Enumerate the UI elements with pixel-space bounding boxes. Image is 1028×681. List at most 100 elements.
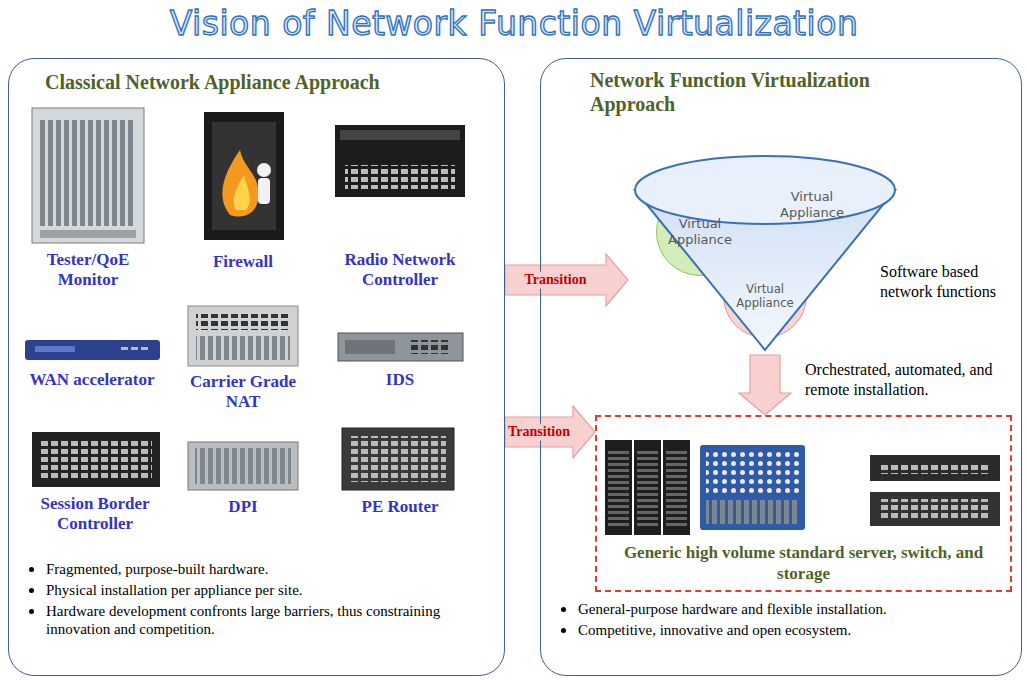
server-rack [634, 440, 661, 535]
pe-router [342, 428, 454, 490]
transition-arrow [505, 406, 595, 458]
server-bays [637, 448, 658, 528]
box-label: Generic high volume standard server, swi… [604, 543, 1004, 584]
circle-label: Virtual Appliance [660, 216, 740, 247]
bullet-item: Hardware development confronts large bar… [24, 602, 494, 640]
bullet-item: Competitive, innovative and open ecosyst… [556, 621, 1011, 640]
cgn-slots [196, 336, 290, 360]
storage-unit [870, 455, 1000, 481]
console-case [700, 445, 805, 530]
appliance-name: WAN accelerator [10, 370, 175, 390]
text-slot: Network Function Virtualization Approach [590, 68, 935, 116]
text-slot: Firewall [178, 252, 308, 272]
storage-unit [870, 492, 1000, 526]
appliance-name: Tester/QoE Monitor [23, 250, 153, 291]
wan-panel [35, 346, 75, 352]
title-slot: Vision of Network Function Virtualizatio… [0, 4, 1028, 44]
transition-arrow [739, 355, 791, 415]
chassis-frame [32, 108, 144, 243]
text-slot: Software based network functions [880, 262, 1015, 302]
text-slot: Transition [506, 424, 572, 441]
server-rack [663, 440, 690, 535]
text-slot: Carrier Grade NAT [178, 372, 308, 413]
text-slot: Tester/QoE Monitor [23, 250, 153, 291]
appliance-name: Carrier Grade NAT [178, 372, 308, 413]
transition-arrow [505, 254, 628, 306]
dpi-case [188, 442, 298, 490]
panel-heading: Network Function Virtualization Approach [590, 68, 935, 116]
text-slot: WAN accelerator [10, 370, 175, 390]
router-ports [350, 436, 446, 482]
bullet-item: Physical installation per appliance per … [24, 581, 494, 600]
funnel-shape: Virtual ApplianceVirtual ApplianceVirtua… [628, 150, 1020, 355]
approach-panel: Virtual ApplianceVirtual ApplianceVirtua… [540, 58, 1022, 676]
cgn-case [188, 306, 298, 366]
edge-label: Transition [506, 424, 572, 441]
appliance-name: Firewall [178, 252, 308, 272]
text-slot: Orchestrated, automated, and remote inst… [805, 360, 1020, 400]
storage-units [870, 455, 1000, 526]
appliance-name: DPI [193, 497, 293, 517]
firewall-panel [212, 122, 276, 230]
circle-label: Virtual Appliance [725, 282, 805, 310]
storage-ports [878, 499, 988, 519]
dpi-appliance [188, 442, 298, 490]
text-slot: Classical Network Appliance Approach [45, 70, 485, 94]
fire-core [234, 175, 250, 210]
bullet-item: General-purpose hardware and flexible in… [556, 600, 1011, 619]
server-bays [608, 448, 629, 528]
circle-label: Virtual Appliance [772, 189, 852, 220]
storage-ports [878, 462, 988, 474]
edge-label: Transition [523, 272, 589, 289]
tester-chassis [32, 108, 144, 243]
rnc-case [335, 125, 465, 197]
chassis-base [40, 230, 136, 238]
text-slot: Session Border Controller [20, 494, 170, 535]
panel-heading: Classical Network Appliance Approach [45, 70, 485, 94]
cgn-ports [196, 314, 290, 330]
dpi-slots [195, 448, 291, 484]
figure-head [257, 163, 271, 177]
console-faders [706, 500, 799, 524]
funnel-shape [628, 150, 1020, 355]
firewall-case [204, 112, 284, 240]
funnel-rim [635, 156, 895, 224]
chassis-slots [40, 120, 136, 226]
ids-case [338, 333, 463, 361]
sbc-ports [40, 440, 152, 480]
text-slot: DPI [193, 497, 293, 517]
ids-ports [410, 340, 450, 354]
sbc-case [32, 432, 160, 487]
bullet-item: Fragmented, purpose-built hardware. [24, 560, 494, 579]
text-slot: Fragmented, purpose-built hardware. Physi… [24, 560, 494, 641]
server-rack [605, 440, 632, 535]
figure-body [258, 178, 270, 204]
approach-panel: Classical Network Appliance ApproachFrag… [8, 58, 505, 676]
sbc-appliance [32, 432, 160, 487]
appliance-name: IDS [350, 370, 450, 390]
switch-console [700, 445, 805, 530]
fire-flame [222, 150, 258, 217]
appliance-name: Radio Network Controller [325, 250, 475, 291]
router-case [342, 428, 454, 490]
ids-panel [345, 340, 395, 354]
edge-label: Orchestrated, automated, and remote inst… [805, 360, 1020, 400]
server-racks [605, 440, 690, 535]
server-bays [666, 448, 687, 528]
hardware-box: Generic high volume standard server, swi… [595, 415, 1012, 592]
text-slot: Transition [523, 272, 589, 289]
firewall-appliance [204, 112, 284, 240]
text-slot: Radio Network Controller [325, 250, 475, 291]
appliance-name: PE Router [340, 497, 460, 517]
wan-case [25, 340, 160, 360]
rnc-ports [345, 165, 455, 189]
text-slot: PE Router [340, 497, 460, 517]
rnc-top [340, 130, 460, 140]
wan-appliance [25, 340, 160, 360]
rnc-appliance [335, 125, 465, 197]
console-knobs [706, 450, 799, 495]
